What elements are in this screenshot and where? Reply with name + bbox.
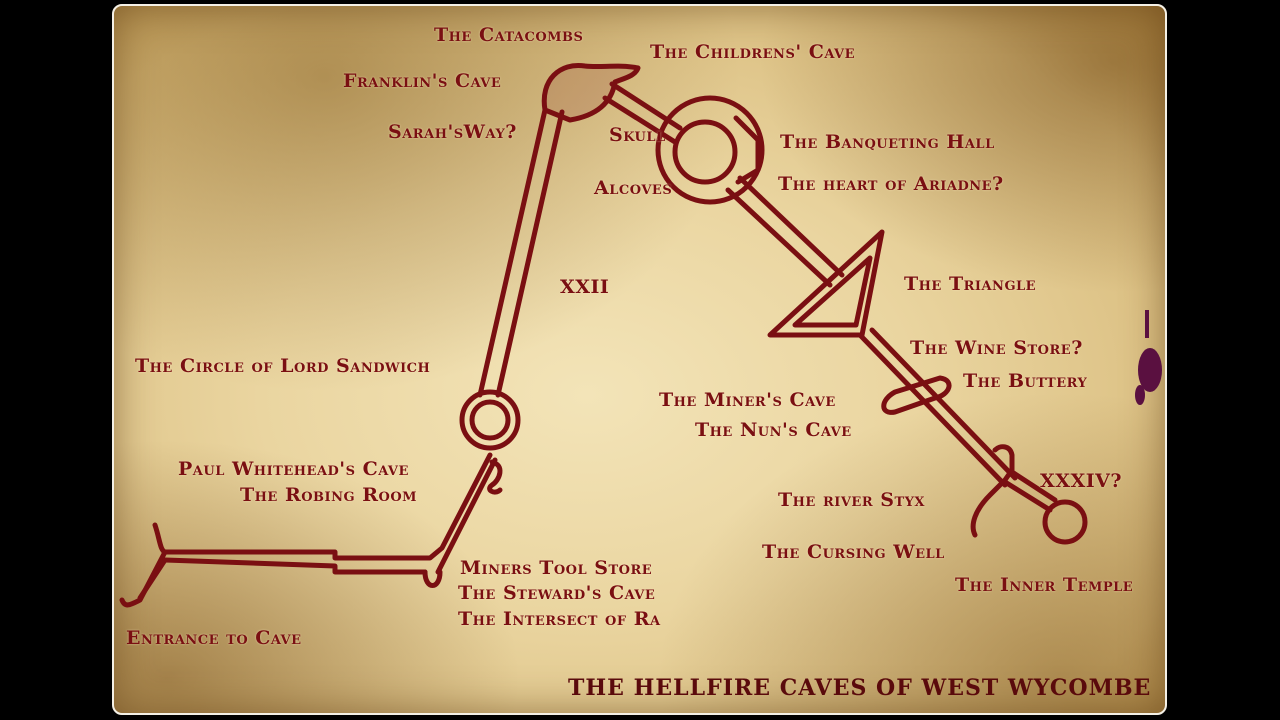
label-intersect-of-ra: The Intersect of Ra xyxy=(458,608,661,630)
circle-of-lord-sandwich-shape xyxy=(459,389,521,451)
parchment-map xyxy=(112,4,1167,715)
label-childrens-cave: The Childrens' Cave xyxy=(650,41,856,63)
label-triangle: The Triangle xyxy=(904,273,1037,295)
label-miners-cave: The Miner's Cave xyxy=(659,389,836,411)
entrance-passage xyxy=(152,452,493,561)
label-catacombs: The Catacombs xyxy=(434,24,584,46)
triangle-shape xyxy=(767,229,885,338)
label-franklins-cave: Franklin's Cave xyxy=(343,70,502,92)
label-stewards-cave: The Steward's Cave xyxy=(458,582,656,604)
label-heart-of-ariadne: The heart of Ariadne? xyxy=(778,173,1004,195)
label-entrance: Entrance to Cave xyxy=(126,627,302,649)
label-nuns-cave: The Nun's Cave xyxy=(695,419,852,441)
catacombs-shape xyxy=(541,62,641,123)
label-inner-temple: The Inner Temple xyxy=(955,574,1134,596)
label-paul-whitehead: Paul Whitehead's Cave xyxy=(178,458,409,480)
ink-splash xyxy=(1135,310,1162,405)
label-robing-room: The Robing Room xyxy=(240,484,418,506)
banqueting-hall-shape xyxy=(655,95,765,205)
label-miners-tool-store: Miners Tool Store xyxy=(460,557,653,579)
label-cursing-well: The Cursing Well xyxy=(762,541,945,563)
map-title: THE HELLFIRE CAVES OF WEST WYCOMBE xyxy=(568,675,1152,701)
inner-temple-shape xyxy=(1042,499,1088,545)
wine-store-shape xyxy=(881,375,952,415)
label-buttery: The Buttery xyxy=(963,370,1088,392)
label-xxxiv: XXXIV? xyxy=(1040,470,1122,492)
label-river-styx: The river Styx xyxy=(778,489,926,511)
river-styx-shape xyxy=(970,444,1015,538)
label-wine-store: The Wine Store? xyxy=(910,337,1083,359)
label-alcoves: Alcoves xyxy=(594,177,673,199)
label-circle-lord-sandwich: The Circle of Lord Sandwich xyxy=(135,355,431,377)
label-xxii: XXII xyxy=(560,276,610,298)
label-banqueting-hall: The Banqueting Hall xyxy=(780,131,995,153)
label-sarahs-way: Sarah'sWay? xyxy=(388,121,517,143)
label-skull: Skull xyxy=(609,124,666,146)
